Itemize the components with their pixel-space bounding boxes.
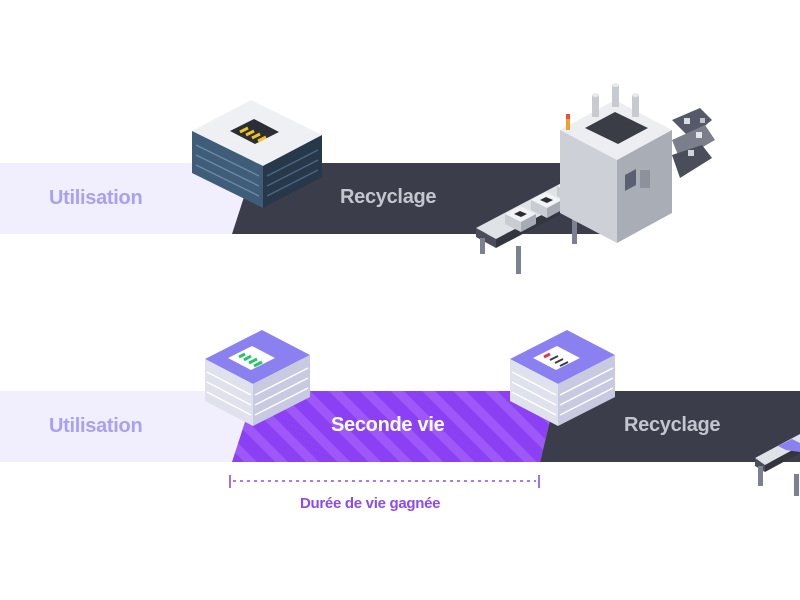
- recycling-label-single-life: Recyclage: [340, 186, 437, 208]
- gained-lifetime-label: Durée de vie gagnée: [300, 495, 441, 512]
- recycling-label-second-life: Recyclage: [624, 414, 721, 436]
- battery-green-label-icon: [205, 330, 310, 426]
- second-life-label: Seconde vie: [331, 414, 445, 436]
- use-label-single-life: Utilisation: [49, 187, 143, 209]
- battery-module-icon: [192, 100, 322, 208]
- recycling-band-2: [540, 391, 800, 462]
- battery-red-label-icon: [510, 330, 615, 426]
- second-life-row: [0, 391, 800, 462]
- second-life-band: [232, 391, 557, 462]
- recycling-machine-icon: [560, 83, 715, 243]
- gained-lifetime-bracket: [229, 475, 540, 488]
- use-label-second-life: Utilisation: [49, 415, 143, 437]
- conveyor-belt-icon-2: [755, 434, 800, 496]
